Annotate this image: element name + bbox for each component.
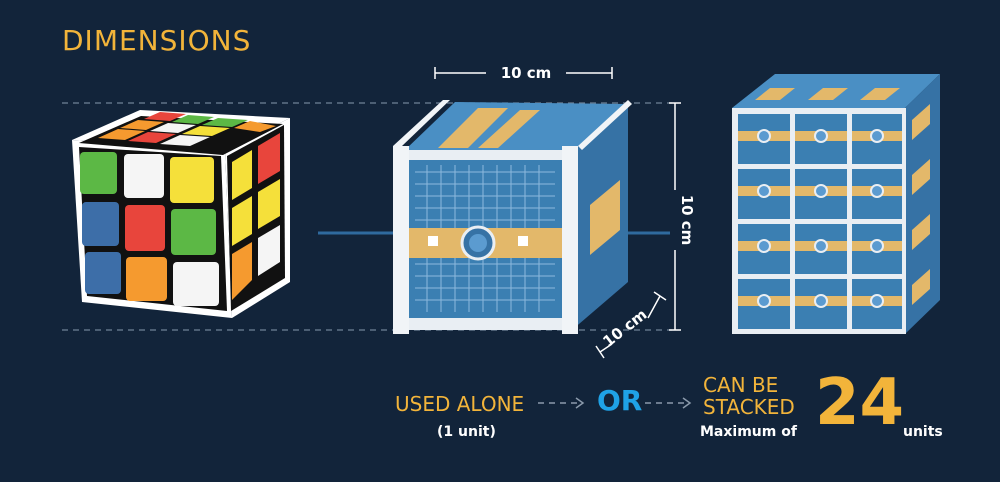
height-label: 10 cm [678, 195, 696, 246]
height-dimension: 10 cm [669, 102, 696, 331]
arrow-alone-to-or [538, 397, 585, 409]
stacked-label: CAN BE STACKED [703, 374, 823, 418]
stacked-label-line2: STACKED [703, 395, 795, 419]
stacked-label-line1: CAN BE [703, 373, 779, 397]
maximum-suffix: units [903, 424, 943, 440]
cubesat-stack-icon [732, 74, 940, 334]
one-unit-label: (1 unit) [437, 424, 496, 440]
rubiks-cube-icon [72, 110, 290, 318]
depth-label: 10 cm [599, 305, 650, 350]
used-alone-label: USED ALONE [395, 392, 525, 416]
depth-dimension: 10 cm [595, 291, 667, 359]
maximum-number: 24 [815, 366, 905, 440]
arrow-or-to-stacked [645, 397, 692, 409]
maximum-prefix: Maximum of [700, 424, 797, 440]
or-label: OR [597, 384, 643, 417]
width-label: 10 cm [501, 64, 552, 82]
width-dimension: 10 cm [434, 64, 613, 82]
page-title: DIMENSIONS [62, 24, 252, 57]
cubesat-single-icon [393, 100, 632, 334]
